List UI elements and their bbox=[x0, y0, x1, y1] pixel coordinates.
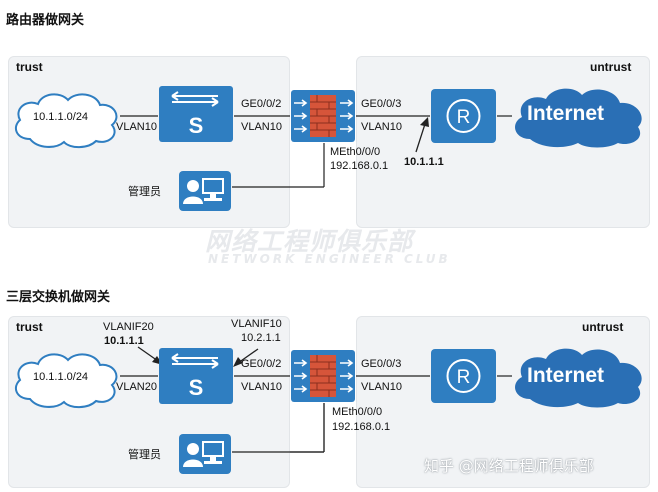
admin-computer-icon bbox=[179, 434, 231, 474]
fw-left-vlan: VLAN10 bbox=[241, 121, 282, 133]
fw-left-vlan: VLAN10 bbox=[241, 381, 282, 393]
lan-cloud bbox=[14, 93, 118, 149]
switch-icon: S bbox=[159, 86, 233, 142]
section-title-router-gateway: 路由器做网关 bbox=[6, 13, 85, 28]
fw-left-port: GE0/0/2 bbox=[241, 358, 282, 370]
internet-cloud bbox=[515, 348, 642, 408]
untrust-zone-label: untrust bbox=[590, 60, 632, 74]
switch-vlan-label: VLAN10 bbox=[116, 121, 157, 133]
mgmt-ip-label: 192.168.0.1 bbox=[330, 160, 389, 172]
firewall-icon bbox=[291, 350, 355, 402]
vlanif20-label: VLANIF20 bbox=[103, 321, 154, 333]
svg-text:S: S bbox=[189, 375, 204, 400]
trust-zone-label: trust bbox=[16, 60, 43, 74]
fw-right-vlan: VLAN10 bbox=[361, 121, 402, 133]
svg-text:S: S bbox=[189, 113, 204, 138]
router-icon: R bbox=[431, 349, 496, 403]
internet-cloud bbox=[515, 88, 642, 148]
trust-zone-label: trust bbox=[16, 320, 43, 334]
lan-cloud bbox=[14, 353, 118, 409]
watermark-cn: 网络工程师俱乐部 bbox=[205, 227, 414, 256]
fw-right-vlan: VLAN10 bbox=[361, 381, 402, 393]
section-title-l3-switch-gateway: 三层交换机做网关 bbox=[6, 290, 111, 305]
vlanif10-label: VLANIF10 bbox=[231, 318, 282, 330]
fw-right-port: GE0/0/3 bbox=[361, 98, 402, 110]
mgmt-ip-label: 192.168.0.1 bbox=[332, 421, 391, 433]
admin-label: 管理员 bbox=[128, 186, 161, 198]
router-icon: R bbox=[431, 89, 496, 143]
l3-switch-icon: S bbox=[159, 348, 233, 404]
fw-right-port: GE0/0/3 bbox=[361, 358, 402, 370]
internet-label: Internet bbox=[527, 364, 605, 387]
fw-left-port: GE0/0/2 bbox=[241, 98, 282, 110]
svg-text:R: R bbox=[457, 367, 471, 388]
lan-subnet-label: 10.1.1.0/24 bbox=[33, 111, 89, 123]
gateway-ip-label: 10.1.1.1 bbox=[404, 156, 444, 168]
switch-vlan-label: VLAN20 bbox=[116, 381, 157, 393]
admin-label: 管理员 bbox=[128, 449, 161, 461]
untrust-zone-label: untrust bbox=[582, 320, 624, 334]
mgmt-port-label: MEth0/0/0 bbox=[332, 406, 383, 418]
source-credit: 知乎 @网络工程师俱乐部 bbox=[424, 457, 594, 475]
lan-subnet-label: 10.1.1.0/24 bbox=[33, 371, 89, 383]
internet-label: Internet bbox=[527, 102, 605, 125]
admin-computer-icon bbox=[179, 171, 231, 211]
mgmt-port-label: MEth0/0/0 bbox=[330, 146, 381, 158]
firewall-icon bbox=[291, 90, 355, 142]
vlanif20-ip: 10.1.1.1 bbox=[104, 335, 144, 347]
vlanif10-ip: 10.2.1.1 bbox=[241, 332, 281, 344]
watermark-en: NETWORK ENGINEER CLUB bbox=[208, 252, 451, 266]
svg-text:R: R bbox=[457, 107, 471, 128]
